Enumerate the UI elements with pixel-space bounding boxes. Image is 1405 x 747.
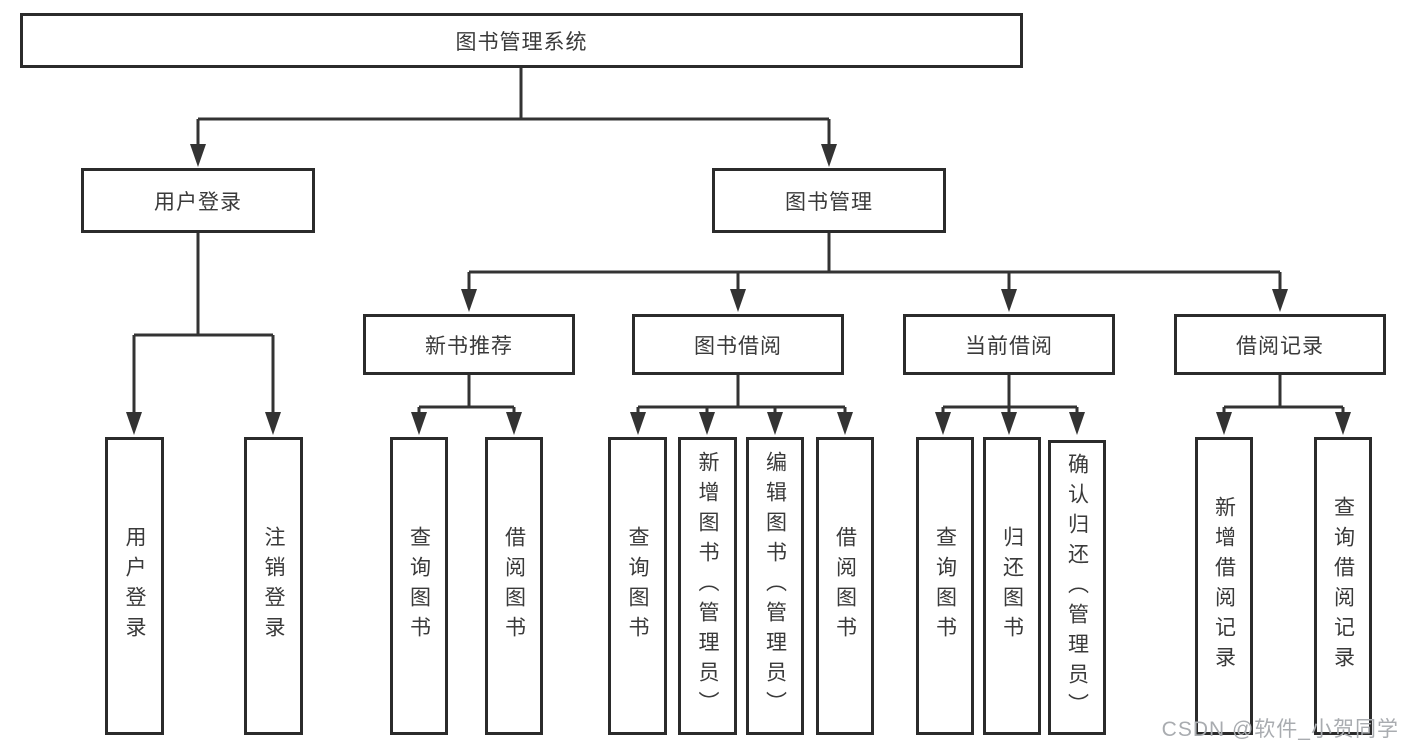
leaf-return-books-label: 归还图书 <box>1000 526 1024 646</box>
leaf-borrow-query-books: 查询图书 <box>608 437 667 735</box>
leaf-recommend-borrow-books-label: 借阅图书 <box>502 526 526 646</box>
leaf-query-borrow-record: 查询借阅记录 <box>1314 437 1372 735</box>
leaf-recommend-query-books-label: 查询图书 <box>407 526 431 646</box>
leaf-confirm-return-admin-label: 确认归还（管理员） <box>1065 452 1089 723</box>
leaf-recommend-borrow-books: 借阅图书 <box>485 437 543 735</box>
node-book-borrow: 图书借阅 <box>632 314 844 375</box>
node-borrow-records: 借阅记录 <box>1174 314 1386 375</box>
node-new-book-recommend-label: 新书推荐 <box>425 334 513 358</box>
leaf-borrow-query-books-label: 查询图书 <box>626 526 649 646</box>
leaf-recommend-query-books: 查询图书 <box>390 437 448 735</box>
node-root-system: 图书管理系统 <box>20 13 1023 68</box>
csdn-watermark: CSDN @软件_小贺同学 <box>1161 718 1399 741</box>
leaf-add-books-admin: 新增图书（管理员） <box>678 437 737 735</box>
leaf-user-login: 用户登录 <box>105 437 164 735</box>
leaf-logout: 注销登录 <box>244 437 303 735</box>
leaf-borrow-books: 借阅图书 <box>816 437 874 735</box>
leaf-current-query-books: 查询图书 <box>916 437 974 735</box>
leaf-query-borrow-record-label: 查询借阅记录 <box>1331 496 1355 676</box>
leaf-add-borrow-record-label: 新增借阅记录 <box>1212 496 1236 676</box>
node-new-book-recommend: 新书推荐 <box>363 314 575 375</box>
node-borrow-records-label: 借阅记录 <box>1236 334 1324 358</box>
node-user-login-branch-label: 用户登录 <box>154 190 242 214</box>
leaf-edit-books-admin-label: 编辑图书（管理员） <box>763 451 787 721</box>
node-book-management-branch: 图书管理 <box>712 168 946 233</box>
leaf-user-login-label: 用户登录 <box>123 526 146 646</box>
node-current-borrow: 当前借阅 <box>903 314 1115 375</box>
leaf-add-borrow-record: 新增借阅记录 <box>1195 437 1253 735</box>
leaf-edit-books-admin: 编辑图书（管理员） <box>746 437 804 735</box>
leaf-logout-label: 注销登录 <box>262 526 285 646</box>
leaf-borrow-books-label: 借阅图书 <box>833 526 857 646</box>
leaf-add-books-admin-label: 新增图书（管理员） <box>696 451 719 721</box>
node-book-management-branch-label: 图书管理 <box>785 190 873 214</box>
node-current-borrow-label: 当前借阅 <box>965 334 1053 358</box>
node-root-label: 图书管理系统 <box>455 30 588 54</box>
leaf-confirm-return-admin: 确认归还（管理员） <box>1048 440 1106 735</box>
node-book-borrow-label: 图书借阅 <box>694 334 782 358</box>
leaf-return-books: 归还图书 <box>983 437 1041 735</box>
node-user-login-branch: 用户登录 <box>81 168 315 233</box>
leaf-current-query-books-label: 查询图书 <box>933 526 957 646</box>
